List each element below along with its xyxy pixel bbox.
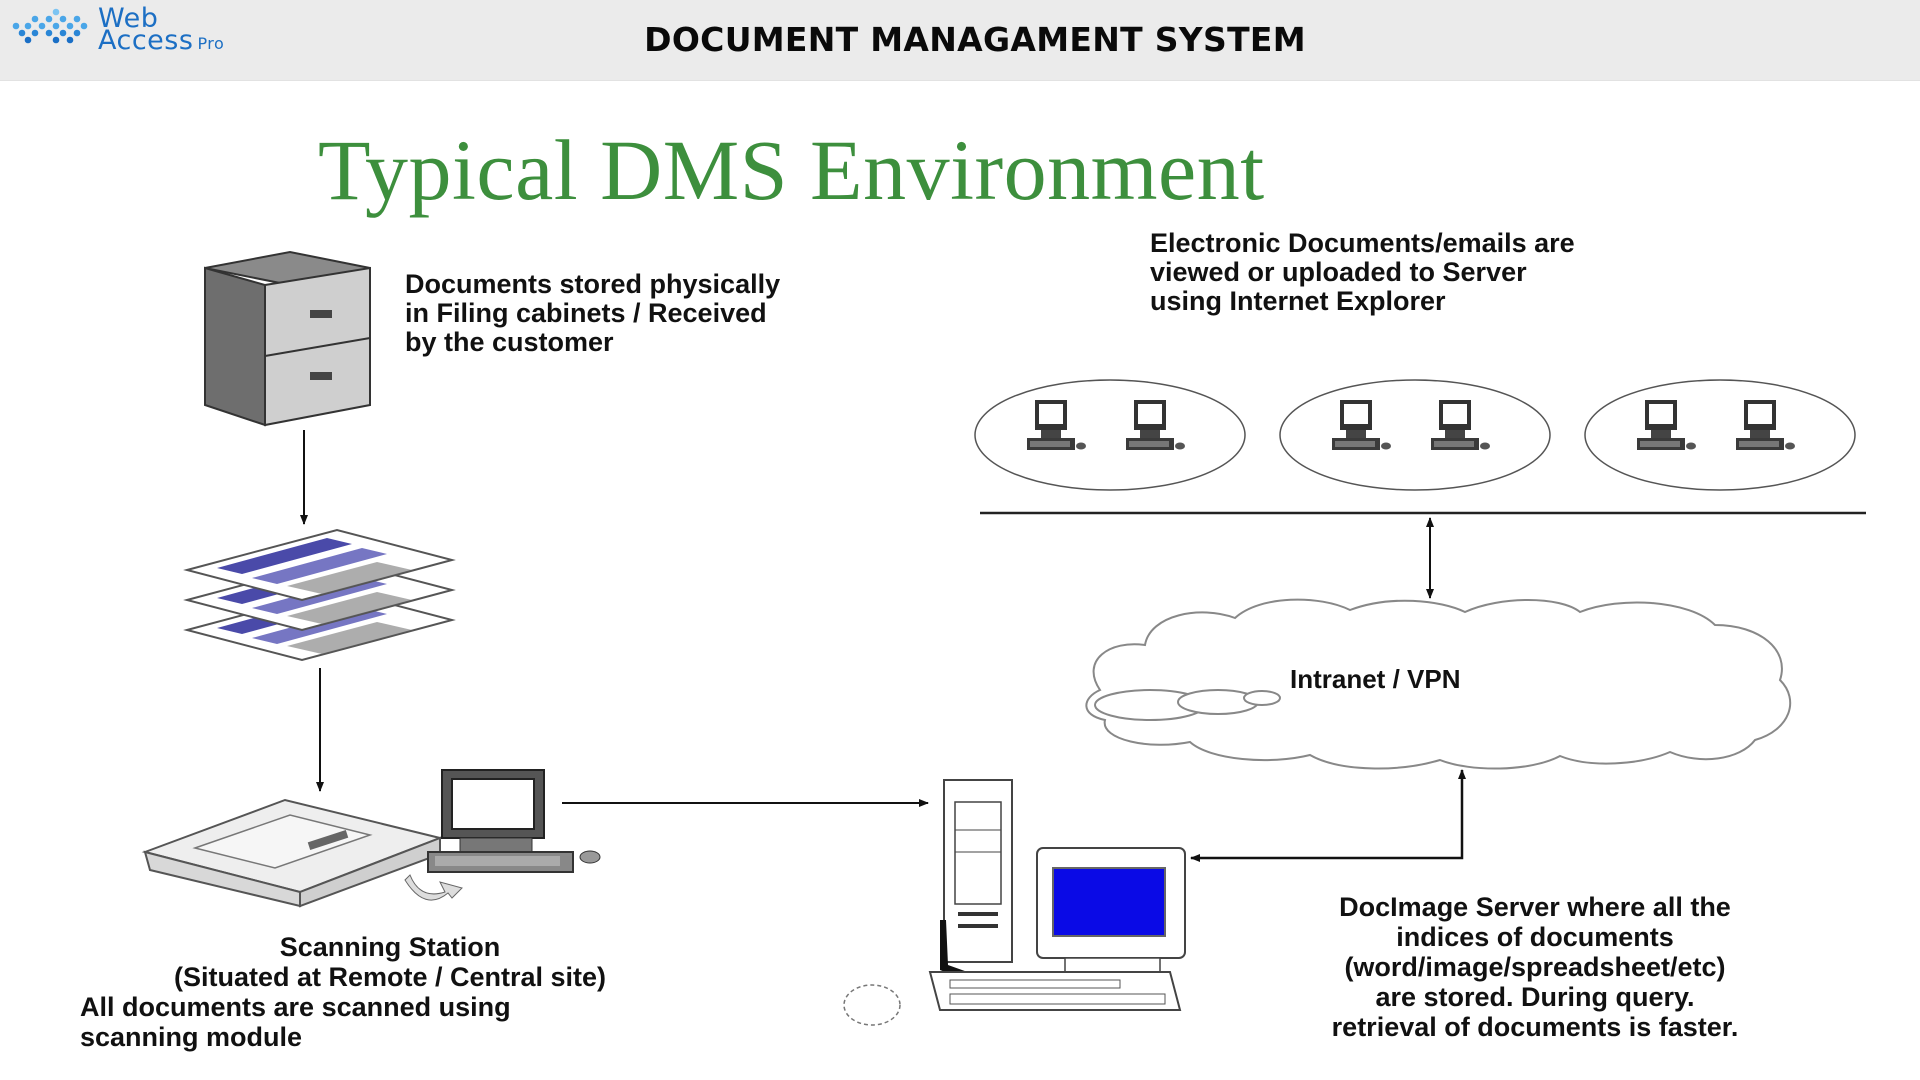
cloud-icon	[1085, 598, 1792, 770]
scanning-station-caption-title: Scanning Station(Situated at Remote / Ce…	[80, 932, 700, 1052]
logo-text-web: Web	[98, 3, 159, 34]
scanning-station-caption-line: All documents are scanned using	[80, 992, 511, 1022]
client-group-1	[974, 379, 1246, 491]
arrow-server-to-network	[1190, 769, 1466, 862]
logo-text-pro: Pro	[197, 34, 225, 53]
scanning-station-caption: Scanning Station(Situated at Remote / Ce…	[80, 932, 700, 1052]
docimage-server-caption: DocImage Server where all the indices of…	[1331, 892, 1739, 1042]
network-label: Intranet / VPN	[1290, 664, 1461, 694]
scanner-workstation-icon	[141, 769, 601, 908]
scanning-station-caption-line: (Situated at Remote / Central site)	[173, 962, 607, 992]
filing-cabinet-caption: Documents stored physically in Filing ca…	[405, 269, 781, 357]
document-stack-icon	[186, 529, 453, 661]
client-group-2	[1279, 379, 1551, 491]
header-title: DOCUMENT MANAGAMENT SYSTEM	[644, 20, 1306, 59]
logo-dots-icon	[12, 8, 88, 44]
filing-cabinet-icon	[204, 250, 371, 427]
clients-caption: Electronic Documents/emails are viewed o…	[1150, 228, 1575, 316]
scanning-station-caption-line: Scanning Station	[279, 932, 501, 962]
logo-text-access-word: Access	[98, 25, 194, 56]
client-group-3	[1584, 379, 1856, 491]
slide-title: Typical DMS Environment	[318, 122, 1265, 218]
server-workstation-icon	[843, 779, 1186, 1026]
scanning-station-caption-line: scanning module	[80, 1022, 303, 1052]
